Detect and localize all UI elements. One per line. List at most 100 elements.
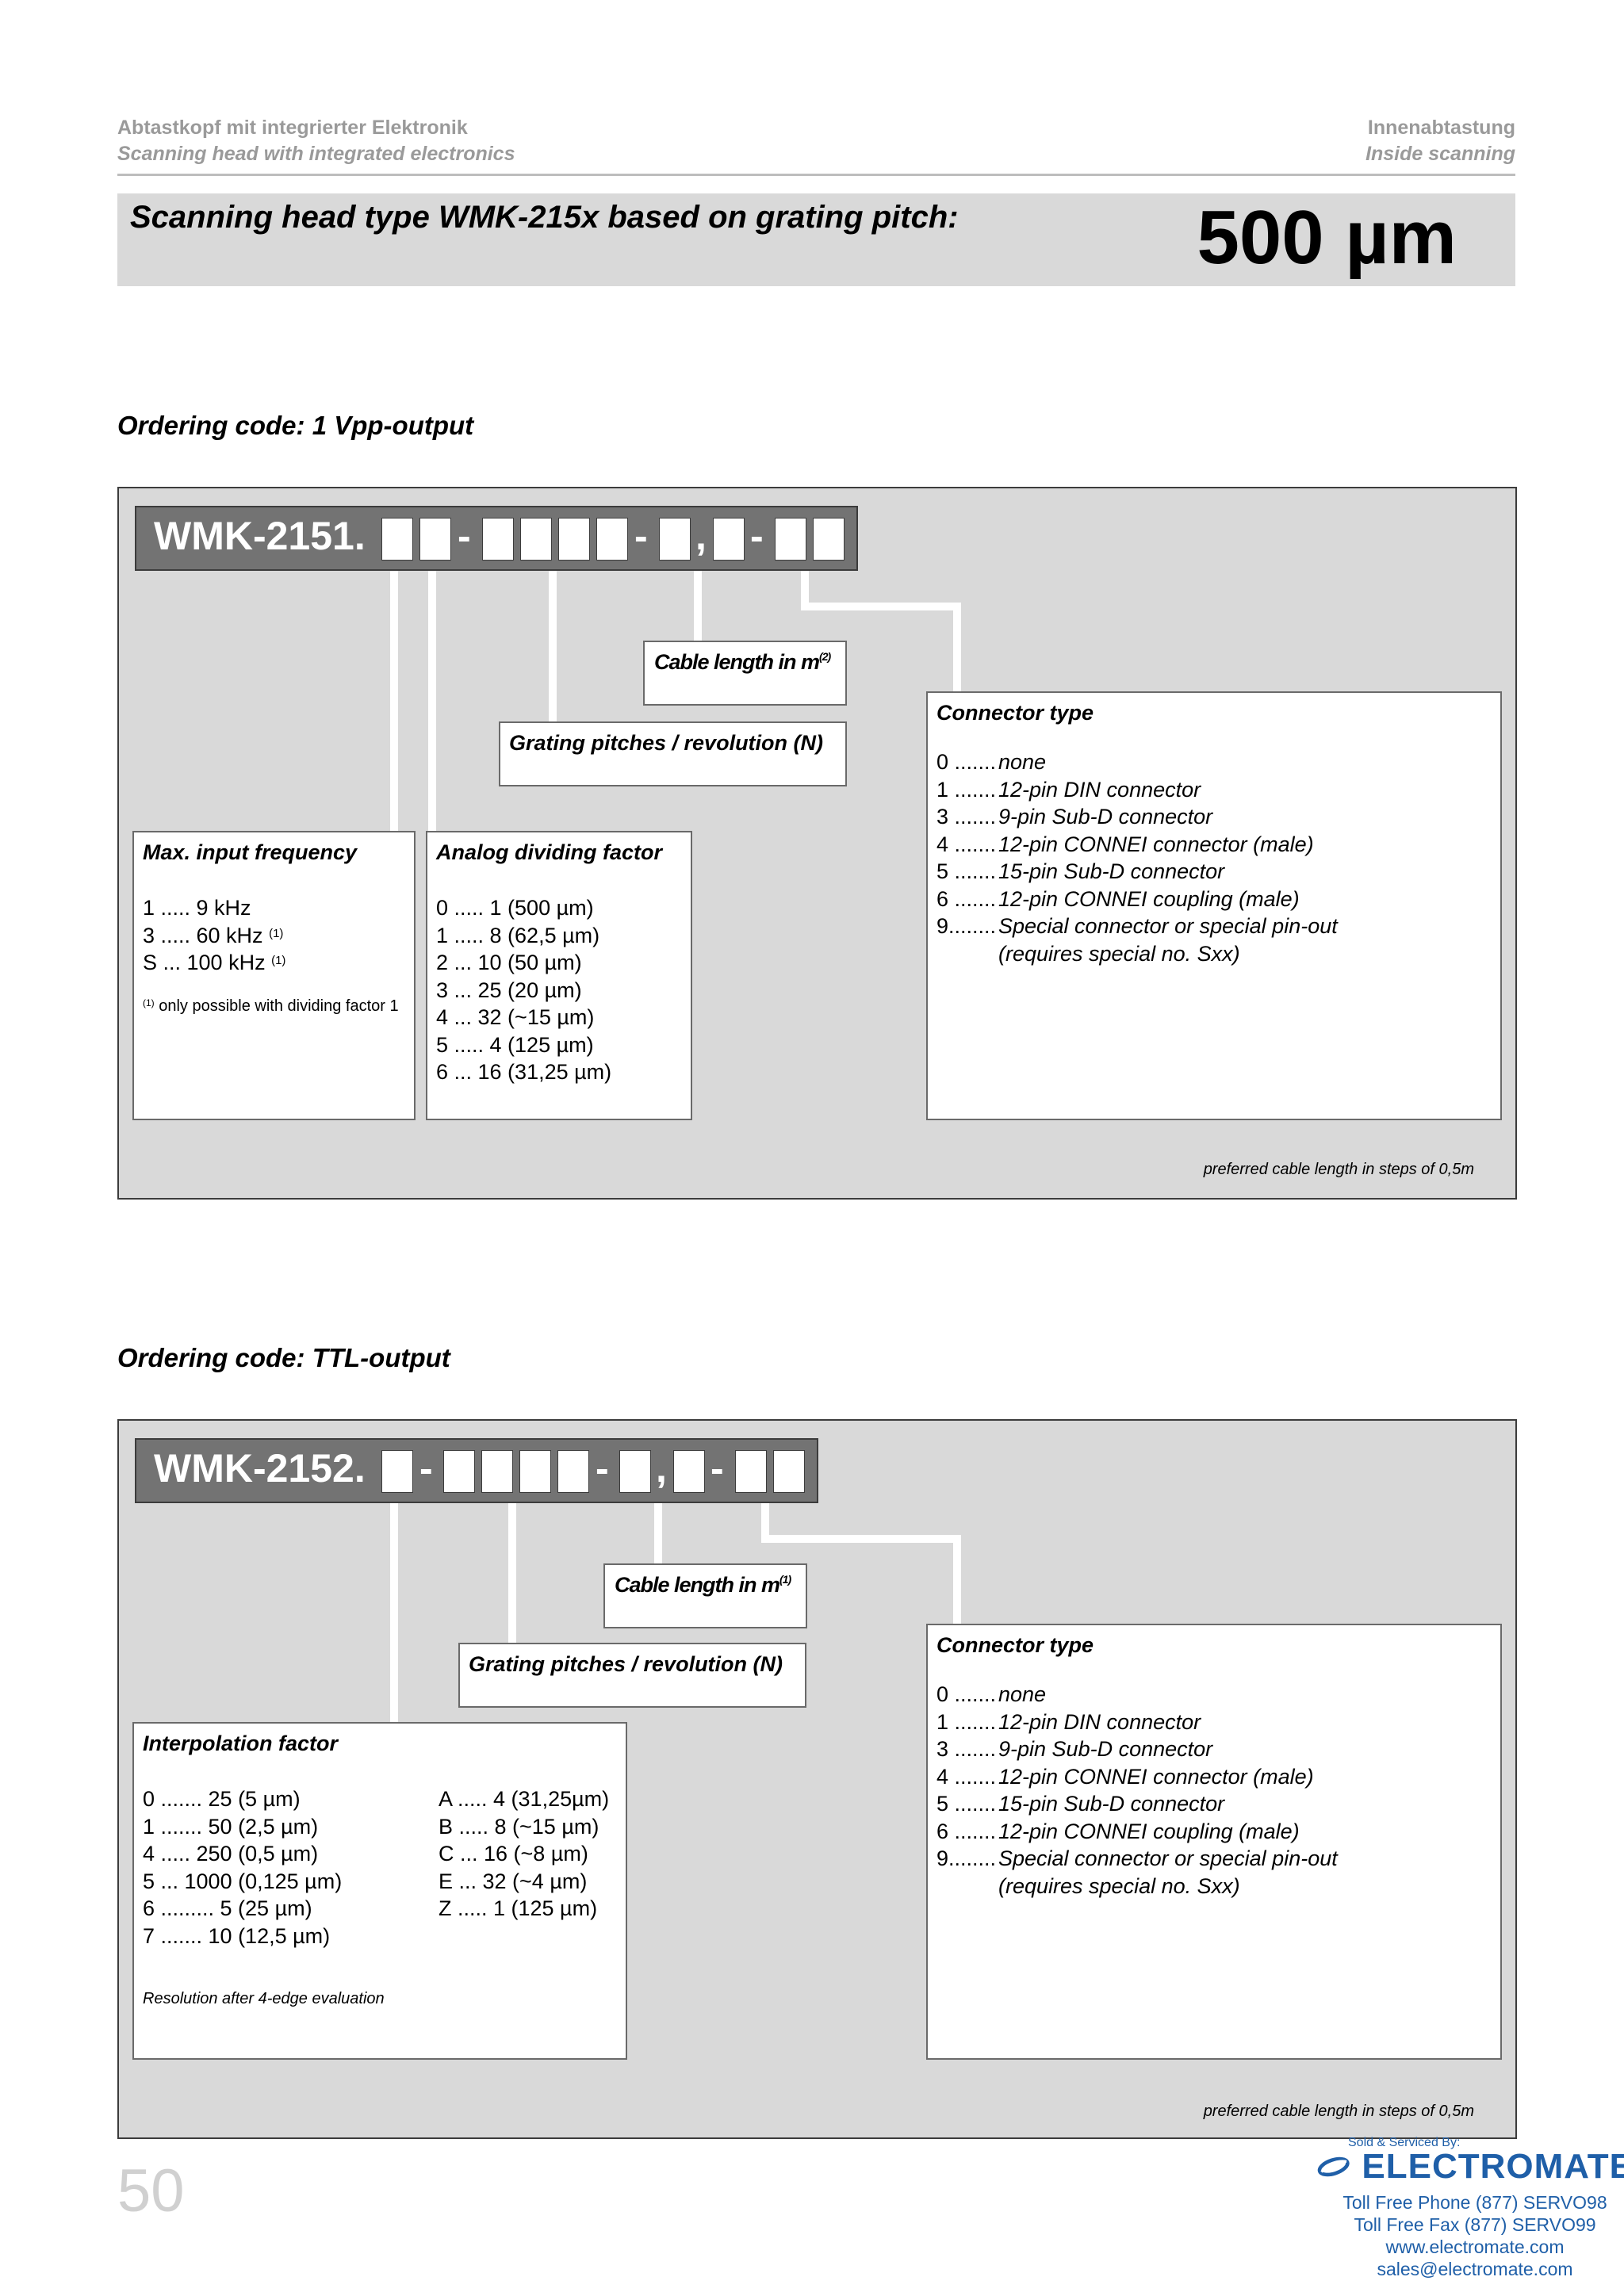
sold-by-label: Sold & Serviced By: (1348, 2136, 1461, 2149)
interpolation-options-right: A ..... 4 (31,25µm) B ..... 8 (~15 µm) C… (439, 1785, 609, 1923)
email-link[interactable]: sales@electromate.com (1377, 2259, 1573, 2279)
connector-option: 5 .......15-pin Sub-D connector (936, 1792, 1225, 1816)
connector-line (390, 571, 398, 910)
dividing-factor-option: 5 ..... 4 (125 µm) (436, 1032, 594, 1057)
connector-option: 6 .......12-pin CONNEI coupling (male) (936, 1819, 1300, 1843)
interpolation-factor-box: Interpolation factor 0 ....... 25 (5 µm)… (132, 1722, 627, 2060)
interpolation-option: 1 ....... 50 (2,5 µm) (143, 1814, 319, 1839)
preferred-cable-note: preferred cable length in steps of 0,5m (1203, 2103, 1474, 2120)
dividing-factor-option: 6 ... 16 (31,25 µm) (436, 1060, 612, 1084)
max-input-frequency-box: Max. input frequency 1 ..... 9 kHz 3 ...… (132, 831, 416, 1120)
connector-line (549, 571, 557, 721)
code-separator: , (656, 1446, 667, 1490)
code-slot[interactable] (713, 518, 745, 561)
code-slot[interactable] (481, 1450, 513, 1493)
electromate-swoosh-icon (1317, 2156, 1350, 2177)
frequency-option: 3 ..... 60 kHz (1) (143, 923, 284, 947)
connector-options: 0 .......none 1 .......12-pin DIN connec… (936, 1681, 1338, 1900)
cable-length-box: Cable length in m(1) (603, 1563, 807, 1628)
connector-options: 0 .......none 1 .......12-pin DIN connec… (936, 748, 1338, 967)
interpolation-option: 5 ... 1000 (0,125 µm) (143, 1869, 343, 1893)
dividing-factor-option: 2 ... 10 (50 µm) (436, 951, 582, 974)
connector-type-title: Connector type (936, 1633, 1094, 1657)
code-separator: - (750, 514, 764, 558)
contact-info: Toll Free Phone (877) SERVO98 Toll Free … (1316, 2191, 1624, 2280)
analog-dividing-factor-box: Analog dividing factor 0 ..... 1 (500 µm… (426, 831, 692, 1120)
website-link[interactable]: www.electromate.com (1385, 2237, 1565, 2257)
code-slot[interactable] (813, 518, 845, 561)
code-slot[interactable] (596, 518, 628, 561)
code-slot[interactable] (557, 1450, 589, 1493)
code-slot[interactable] (619, 1450, 651, 1493)
interpolation-option: 7 ....... 10 (12,5 µm) (143, 1923, 331, 1948)
connector-option: 3 .......9-pin Sub-D connector (936, 805, 1213, 828)
connector-type-box: Connector type 0 .......none 1 .......12… (926, 1624, 1502, 2060)
grating-pitches-title: Grating pitches / revolution (N) (469, 1652, 783, 1676)
connector-type-title: Connector type (936, 701, 1094, 725)
code-slot[interactable] (482, 518, 514, 561)
grating-pitches-box: Grating pitches / revolution (N) (458, 1643, 806, 1708)
ordering-code-bar: WMK-2151. - - , - (135, 506, 858, 571)
title-band: Scanning head type WMK-215x based on gra… (117, 193, 1515, 286)
page-number: 50 (117, 2157, 185, 2225)
phone-text: Toll Free Phone (877) SERVO98 (1342, 2192, 1607, 2213)
ordering-code-bar: WMK-2152. - - , - (135, 1438, 818, 1503)
dividing-factor-options: 0 ..... 1 (500 µm) 1 ..... 8 (62,5 µm) 2… (436, 894, 611, 1086)
connector-option: 5 .......15-pin Sub-D connector (936, 859, 1225, 883)
brand-name: ELECTROMATE (1362, 2147, 1624, 2186)
code-slot[interactable] (773, 1450, 805, 1493)
interpolation-option: 0 ....... 25 (5 µm) (143, 1787, 301, 1811)
connector-option: 4 .......12-pin CONNEI connector (male) (936, 1764, 1314, 1789)
connector-option: 0 .......none (936, 750, 1047, 774)
connector-line (761, 1503, 769, 1541)
connector-line (761, 1535, 961, 1543)
interpolation-option: B ..... 8 (~15 µm) (439, 1814, 599, 1839)
code-slot[interactable] (519, 1450, 551, 1493)
section2-heading: Ordering code: TTL-output (117, 1343, 450, 1372)
connector-option-note: (requires special no. Sxx) (998, 941, 1240, 966)
code-slot[interactable] (775, 518, 806, 561)
dividing-factor-option: 3 ... 25 (20 µm) (436, 978, 582, 1002)
electromate-logo[interactable]: Sold & Serviced By: ELECTROMATE Toll Fre… (1316, 2136, 1624, 2280)
header-right-de: Innenabtastung (1367, 117, 1515, 139)
code-slot[interactable] (381, 518, 413, 561)
connector-option: 9........Special connector or special pi… (936, 1846, 1338, 1870)
interpolation-option: 6 ......... 5 (25 µm) (143, 1896, 312, 1920)
interpolation-option: C ... 16 (~8 µm) (439, 1842, 588, 1866)
dividing-factor-option: 4 ... 32 (~15 µm) (436, 1005, 595, 1029)
code-separator: - (710, 1446, 724, 1490)
interpolation-option: E ... 32 (~4 µm) (439, 1869, 588, 1893)
header-left-en: Scanning head with integrated electronic… (117, 143, 515, 165)
code-prefix: WMK-2151. (154, 514, 366, 558)
interpolation-option: A ..... 4 (31,25µm) (439, 1787, 610, 1811)
code-slot[interactable] (735, 1450, 767, 1493)
brand-row: ELECTROMATE (1316, 2147, 1624, 2187)
connector-option: 9........Special connector or special pi… (936, 914, 1338, 938)
code-slot[interactable] (419, 518, 451, 561)
connector-line (801, 571, 809, 609)
interpolation-options-left: 0 ....... 25 (5 µm) 1 ....... 50 (2,5 µm… (143, 1785, 342, 1950)
frequency-footnote: (1) only possible with dividing factor 1 (143, 997, 399, 1015)
header-rule (117, 174, 1515, 176)
cable-length-title: Cable length in m(2) (654, 650, 831, 674)
code-slot[interactable] (520, 518, 552, 561)
connector-option: 4 .......12-pin CONNEI connector (male) (936, 832, 1314, 856)
connector-option: 1 .......12-pin DIN connector (936, 777, 1201, 802)
code-slot[interactable] (381, 1450, 413, 1493)
frequency-option: S ... 100 kHz (1) (143, 951, 286, 974)
code-slot[interactable] (673, 1450, 705, 1493)
code-separator: - (634, 514, 648, 558)
connector-option-note: (requires special no. Sxx) (998, 1873, 1240, 1898)
fax-text: Toll Free Fax (877) SERVO99 (1354, 2214, 1596, 2235)
grating-pitches-box: Grating pitches / revolution (N) (499, 721, 847, 786)
cable-length-box: Cable length in m(2) (643, 641, 847, 706)
code-slot[interactable] (558, 518, 590, 561)
frequency-options: 1 ..... 9 kHz 3 ..... 60 kHz (1) S ... 1… (143, 894, 285, 977)
resolution-note: Resolution after 4-edge evaluation (143, 1990, 385, 2007)
code-separator: - (419, 1446, 433, 1490)
code-separator: , (695, 514, 707, 558)
code-slot[interactable] (443, 1450, 475, 1493)
code-slot[interactable] (659, 518, 691, 561)
connector-line (953, 603, 961, 691)
dividing-factor-option: 0 ..... 1 (500 µm) (436, 896, 594, 920)
